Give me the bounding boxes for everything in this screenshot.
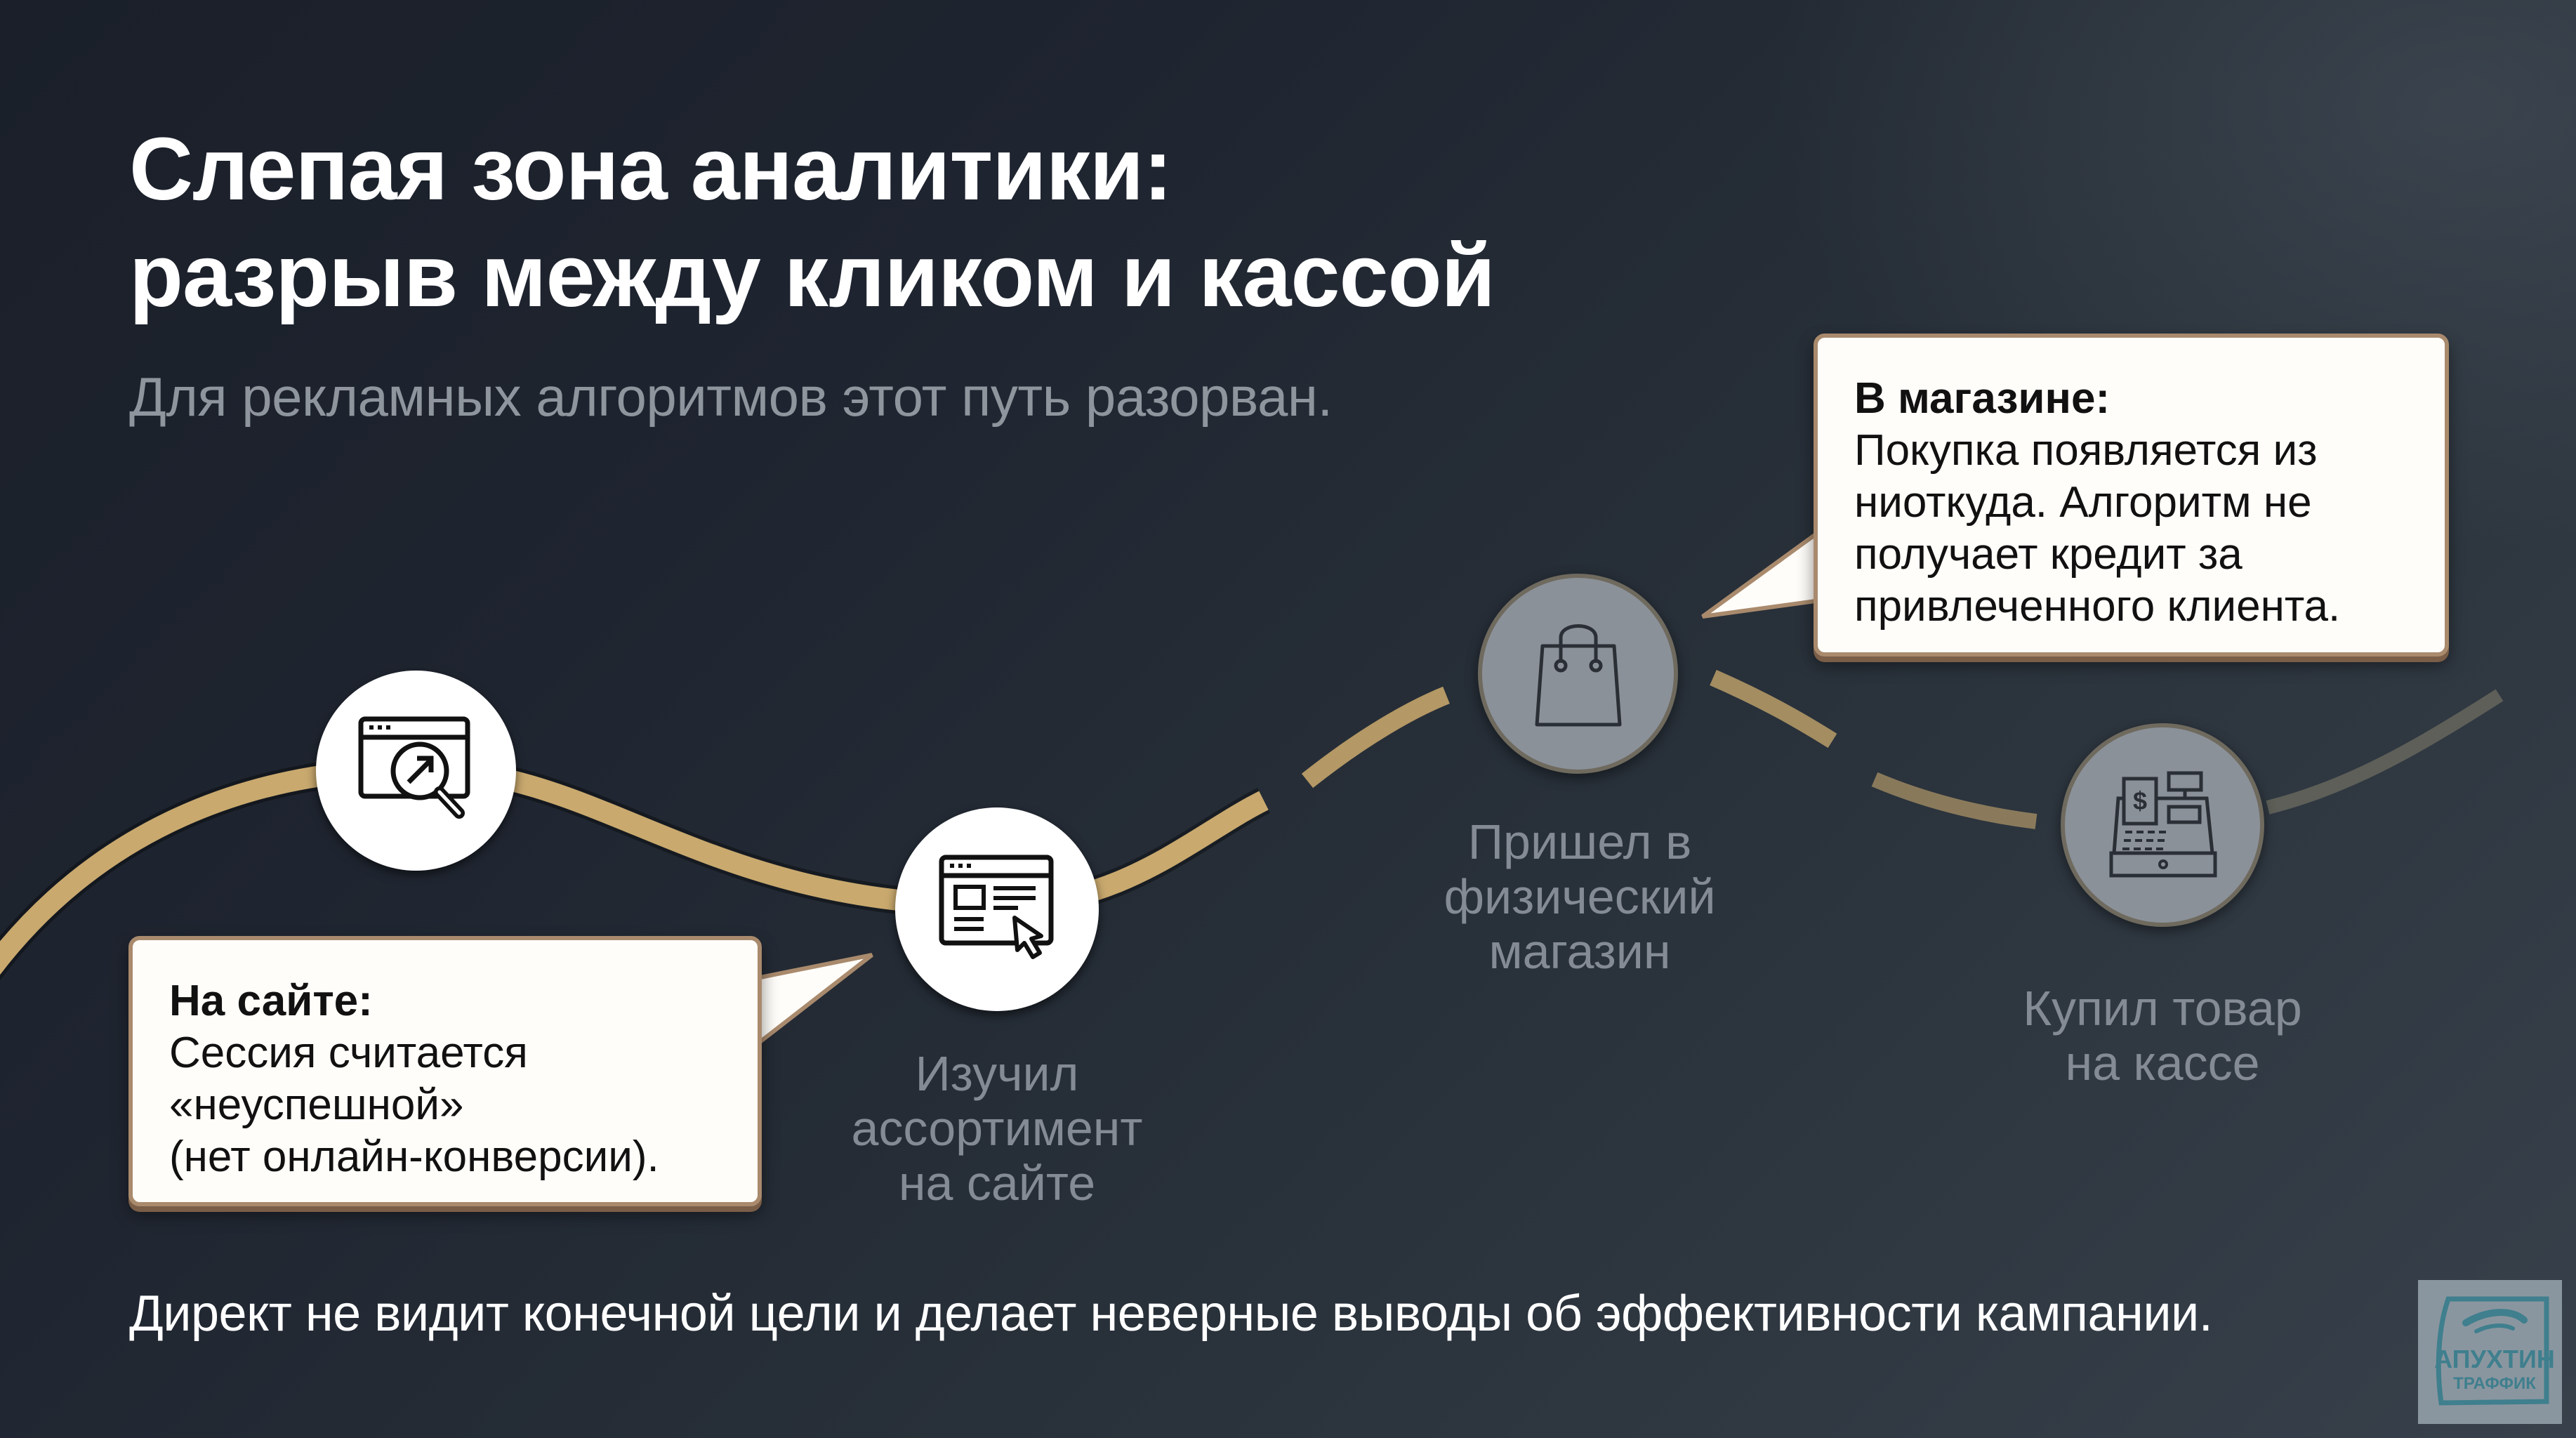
slide-title: Слепая зона аналитики: разрыв между клик… bbox=[129, 116, 1495, 329]
step-node-ad-click bbox=[316, 671, 516, 871]
path-fragment-4 bbox=[2266, 689, 2504, 814]
brand-logo: АПУХТИН ТРАФФИК bbox=[2418, 1280, 2562, 1424]
svg-text:$: $ bbox=[2133, 786, 2147, 815]
step-label-browse-site: Изучил ассортимент на сайте bbox=[807, 1046, 1187, 1211]
shopping-bag-icon bbox=[1535, 624, 1621, 726]
label-line: физический bbox=[1444, 869, 1716, 924]
logo-line-2: ТРАФФИК bbox=[2453, 1374, 2536, 1393]
label-line: на кассе bbox=[2065, 1036, 2260, 1090]
callout-offline-line: получает кредит за bbox=[1854, 530, 2243, 579]
callout-offline-line: Покупка появляется из bbox=[1854, 426, 2318, 475]
callout-offline-tail bbox=[1701, 517, 1837, 619]
browser-layout-cursor-icon bbox=[939, 855, 1054, 959]
apukhtin-traffic-logo-icon: АПУХТИН ТРАФФИК bbox=[2434, 1296, 2554, 1406]
step-label-visit-store: Пришел в физический магазин bbox=[1390, 814, 1769, 979]
slide-footer: Директ не видит конечной цели и делает н… bbox=[129, 1286, 2213, 1342]
logo-line-1: АПУХТИН bbox=[2434, 1345, 2554, 1373]
callout-online-line: Сессия считается bbox=[169, 1029, 528, 1077]
callout-offline-heading: В магазине: bbox=[1854, 374, 2111, 423]
callout-online-heading: На сайте: bbox=[169, 977, 373, 1025]
callout-offline-line: привлеченного клиента. bbox=[1854, 582, 2341, 631]
callout-online: На сайте: Сессия считается «неуспешной» … bbox=[128, 936, 762, 1206]
label-line: Пришел в bbox=[1467, 814, 1692, 869]
title-line-1: Слепая зона аналитики: bbox=[129, 119, 1173, 218]
browser-search-arrow-icon bbox=[358, 716, 470, 819]
path-online-segment bbox=[0, 758, 1269, 975]
label-line: Купил товар bbox=[2023, 981, 2302, 1036]
title-line-2: разрыв между кликом и кассой bbox=[129, 226, 1495, 325]
step-label-checkout: Купил товар на кассе bbox=[1973, 981, 2352, 1090]
slide-subtitle: Для рекламных алгоритмов этот путь разор… bbox=[129, 366, 1333, 428]
step-node-browse-site bbox=[895, 807, 1099, 1011]
label-line: магазин bbox=[1488, 924, 1671, 979]
path-fragment-1 bbox=[1301, 686, 1450, 789]
step-node-checkout: $ bbox=[2061, 723, 2264, 927]
step-node-visit-store bbox=[1478, 574, 1678, 774]
callout-online-line: (нет онлайн-конверсии). bbox=[169, 1133, 659, 1181]
callout-online-line: «неуспешной» bbox=[169, 1081, 464, 1129]
cash-register-icon: $ bbox=[2109, 771, 2217, 878]
label-line: ассортимент bbox=[851, 1101, 1143, 1156]
callout-offline-line: ниоткуда. Алгоритм не bbox=[1854, 478, 2312, 527]
path-fragment-2 bbox=[1710, 670, 1837, 748]
label-line: Изучил bbox=[915, 1046, 1079, 1101]
label-line: на сайте bbox=[898, 1156, 1096, 1211]
callout-online-tail bbox=[748, 953, 873, 1052]
path-fragment-3 bbox=[1871, 772, 2037, 829]
callout-offline: В магазине: Покупка появляется из ниотку… bbox=[1814, 334, 2449, 657]
